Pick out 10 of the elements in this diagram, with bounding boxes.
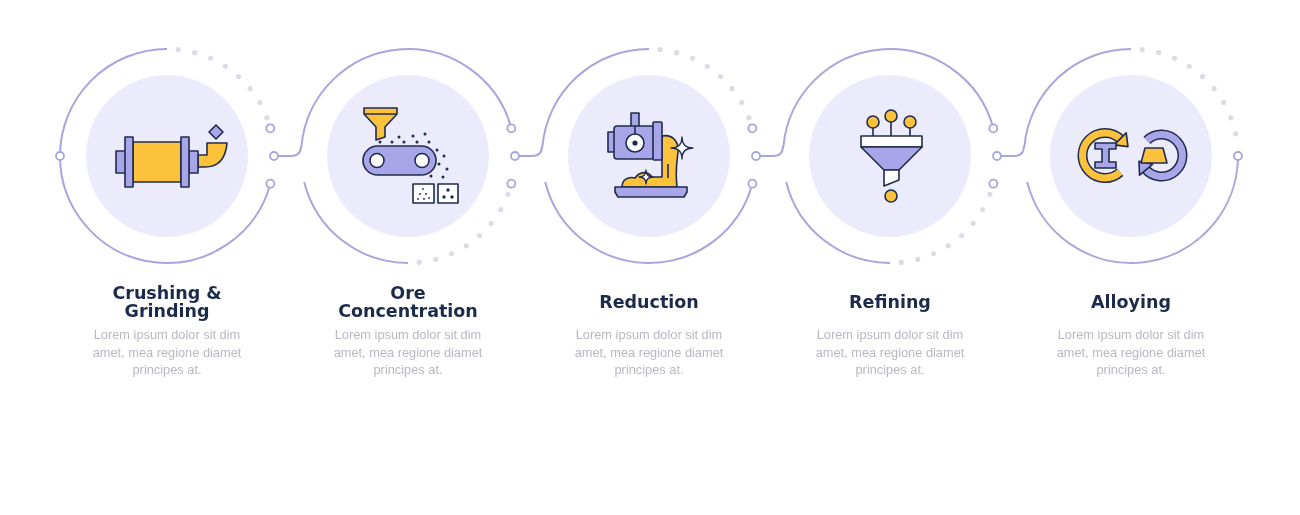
step-title: Refining — [849, 293, 931, 311]
step-title: Ore Concentration — [337, 284, 479, 320]
step-description: Lorem ipsum dolor sit dim amet, mea regione diamet principes at. — [332, 326, 484, 379]
step-title: Crushing & Grinding — [111, 284, 223, 320]
step-title: Alloying — [1091, 293, 1171, 311]
step-description: Lorem ipsum dolor sit dim amet, mea regione diamet principes at. — [1055, 326, 1207, 379]
step-description: Lorem ipsum dolor sit dim amet, mea regione diamet principes at. — [573, 326, 725, 379]
step-title: Reduction — [599, 293, 699, 311]
step-description: Lorem ipsum dolor sit dim amet, mea regione diamet principes at. — [814, 326, 966, 379]
step-description: Lorem ipsum dolor sit dim amet, mea regione diamet principes at. — [91, 326, 243, 379]
